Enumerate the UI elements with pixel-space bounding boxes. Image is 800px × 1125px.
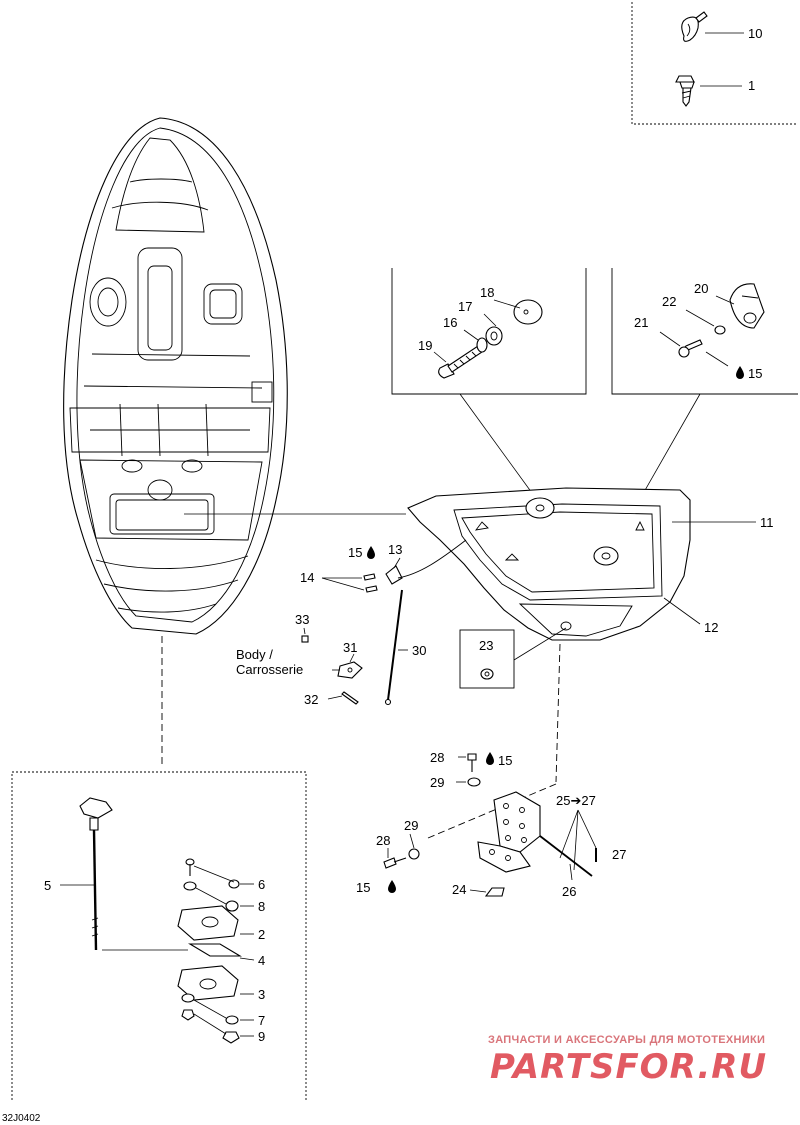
label-14: 14: [300, 570, 314, 585]
loctite-drop-icon: [367, 546, 375, 559]
label-12: 12: [704, 620, 718, 635]
label-3: 3: [258, 987, 265, 1002]
label-15-d: 15: [356, 880, 370, 895]
label-27: 27: [612, 847, 626, 862]
label-33: 33: [295, 612, 309, 627]
label-4: 4: [258, 953, 265, 968]
leader-12: [663, 597, 701, 625]
label-28-b: 28: [376, 833, 390, 848]
latch-rod-inset: [11, 771, 307, 1100]
label-26: 26: [562, 884, 576, 899]
dashed-bin-to-bracket: [555, 643, 561, 783]
loctite-drop-icon: [486, 752, 494, 765]
label-body-2: Carrosserie: [236, 662, 303, 677]
support-rod-assembly: [301, 539, 467, 706]
label-20: 20: [694, 281, 708, 296]
loctite-drop-icon: [388, 880, 396, 893]
dashed-bracket-to-screw: [427, 783, 557, 839]
label-5: 5: [44, 878, 51, 893]
label-25-27: 25➔27: [556, 793, 596, 808]
hinge-bracket-assembly: [383, 753, 597, 897]
label-22: 22: [662, 294, 676, 309]
fastener-inset: [631, 2, 798, 125]
label-24: 24: [452, 882, 466, 897]
label-15-c: 15: [498, 753, 512, 768]
latch-hardware-inset: [611, 268, 798, 549]
push-screw-icon: [675, 75, 695, 107]
label-18: 18: [480, 285, 494, 300]
label-29-a: 29: [430, 775, 444, 790]
label-19: 19: [418, 338, 432, 353]
label-28-a: 28: [430, 750, 444, 765]
diagram-code: 32J0402: [2, 1113, 41, 1124]
label-7: 7: [258, 1013, 265, 1028]
label-30: 30: [412, 643, 426, 658]
label-body-1: Body /: [236, 647, 273, 662]
watermark-tagline: ЗАПЧАСТИ И АКСЕССУАРЫ ДЛЯ МОТОТЕХНИКИ: [488, 1034, 765, 1046]
label-6: 6: [258, 877, 265, 892]
storage-bin: [407, 487, 691, 641]
loctite-drop-icon: [736, 366, 744, 379]
label-16: 16: [443, 315, 457, 330]
label-1: 1: [748, 78, 755, 93]
label-10: 10: [748, 26, 762, 41]
label-17: 17: [458, 299, 472, 314]
hinge-hardware-inset: [391, 268, 587, 505]
label-29-b: 29: [404, 818, 418, 833]
watercraft-hull: [63, 117, 288, 635]
label-11: 11: [760, 515, 774, 530]
grommet-inset: [459, 627, 567, 689]
label-13: 13: [388, 542, 402, 557]
label-2: 2: [258, 927, 265, 942]
watermark-logo: PARTSFOR.RU: [490, 1047, 767, 1087]
label-21: 21: [634, 315, 648, 330]
label-23: 23: [479, 638, 493, 653]
label-9: 9: [258, 1029, 265, 1044]
label-8: 8: [258, 899, 265, 914]
cable-tie-icon: [681, 11, 708, 42]
label-15-a: 15: [748, 366, 762, 381]
label-32: 32: [304, 692, 318, 707]
label-31: 31: [343, 640, 357, 655]
label-15-b: 15: [348, 545, 362, 560]
